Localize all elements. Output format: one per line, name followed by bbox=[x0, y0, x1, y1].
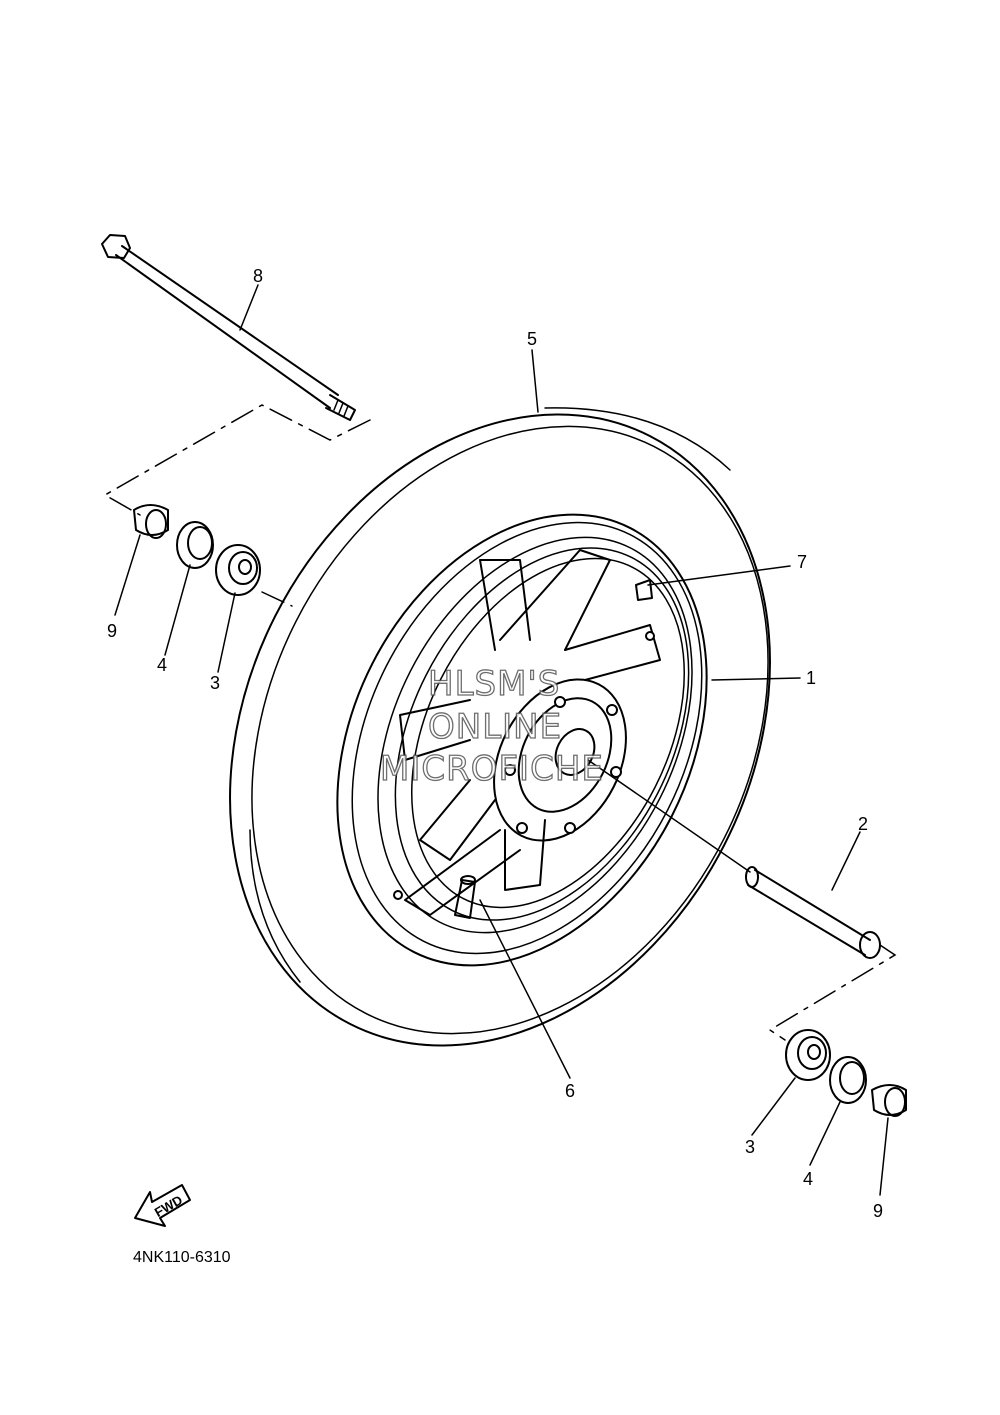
collar-left bbox=[133, 504, 169, 539]
callout-4-left: 4 bbox=[157, 655, 167, 675]
watermark-line-1: HLSM'S bbox=[428, 664, 560, 704]
bearing-left bbox=[215, 544, 261, 596]
callout-3-left: 3 bbox=[210, 673, 220, 693]
callout-4-right: 4 bbox=[803, 1169, 813, 1189]
axis-line-left bbox=[103, 404, 371, 607]
oil-seal-right bbox=[829, 1056, 867, 1104]
axis-line-right bbox=[587, 759, 897, 1041]
fwd-arrow-icon: FWD bbox=[134, 1184, 191, 1227]
collar-right bbox=[871, 1084, 907, 1117]
bearing-right bbox=[785, 1029, 831, 1081]
callout-2: 2 bbox=[858, 814, 868, 834]
callout-9-left: 9 bbox=[107, 621, 117, 641]
leader-lines bbox=[114, 284, 889, 1196]
callouts: 8 5 7 1 2 6 9 4 3 3 4 9 bbox=[107, 266, 883, 1221]
watermark: HLSM'S ONLINE MICROFICHE bbox=[379, 663, 604, 789]
watermark-line-2: ONLINE bbox=[428, 707, 562, 747]
rim bbox=[336, 513, 708, 967]
wheel-hub bbox=[393, 631, 655, 900]
callout-5: 5 bbox=[527, 329, 537, 349]
callout-3-right: 3 bbox=[745, 1137, 755, 1157]
callout-7: 7 bbox=[797, 552, 807, 572]
spacer bbox=[745, 866, 881, 959]
tire bbox=[229, 407, 771, 1047]
callout-6: 6 bbox=[565, 1081, 575, 1101]
fwd-label: FWD bbox=[152, 1192, 185, 1220]
balance-weight bbox=[635, 579, 653, 601]
valve-stem bbox=[454, 875, 476, 919]
wheel-spokes bbox=[399, 549, 661, 916]
watermark-line-3: MICROFICHE bbox=[380, 749, 604, 789]
part-code: 4NK110-6310 bbox=[133, 1249, 231, 1266]
oil-seal-left bbox=[176, 521, 214, 569]
axle-shaft bbox=[101, 234, 356, 421]
callout-1: 1 bbox=[806, 668, 816, 688]
callout-8: 8 bbox=[253, 266, 263, 286]
callout-9-right: 9 bbox=[873, 1201, 883, 1221]
